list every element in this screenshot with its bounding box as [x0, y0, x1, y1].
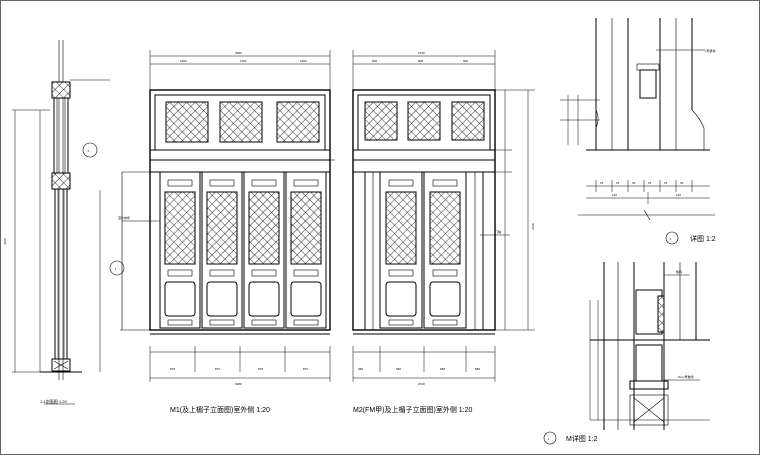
m2-top-part-1: 906 — [372, 59, 377, 63]
section-mid-block — [51, 172, 71, 190]
m2-door-lattice-1 — [385, 191, 417, 265]
m1-transom-lattice-3 — [276, 101, 320, 143]
m1-top-part-3: 1160 — [300, 59, 307, 63]
m2-side-note: 门轴 — [495, 229, 501, 234]
detail2-iron-piece — [639, 69, 657, 99]
m2-transom-lattice-2 — [407, 101, 441, 141]
m2-transom-lattice-3 — [451, 101, 485, 141]
m2-bottom-part-1: 680 — [358, 367, 363, 371]
m1-transom-lattice-2 — [219, 101, 263, 143]
m2-elevation: 2720 906 908 906 — [352, 50, 535, 414]
m1-transom-lattice-1 — [165, 101, 209, 143]
m1-bottom-part-2: 870 — [215, 367, 220, 371]
m1-bottom-total: 3480 — [235, 382, 242, 386]
detail2-bottom-1: 120 — [612, 193, 617, 197]
section-callout-circle — [82, 142, 98, 158]
detail1-note2: 6mm厚玻璃 — [678, 374, 694, 379]
section-callout-num: 2 — [88, 149, 90, 153]
detail2-mid-dim-6: 45 — [680, 181, 684, 185]
m1-top-total: 3480 — [235, 51, 242, 55]
m1-bottom-part-3: 870 — [258, 367, 263, 371]
m1-elevation: 3480 1160 1160 1160 — [118, 50, 335, 414]
m2-caption: M2(FM甲)及上楣子立面图)室外侧 1:20 — [353, 405, 472, 414]
detail2-bottom-2: 120 — [676, 193, 681, 197]
m2-bottom-part-4: 680 — [475, 367, 480, 371]
section-caption: 1-1剖面图 1:20 — [40, 398, 67, 404]
detail-1: 框料 6mm厚玻璃 1 M详图 1:2 — [543, 262, 710, 445]
detail1-circle — [543, 431, 557, 445]
m1-top-part-1: 1160 — [180, 59, 187, 63]
m2-top-part-3: 906 — [463, 59, 468, 63]
m2-top-total: 2720 — [418, 51, 425, 55]
m1-door-lattice-2 — [206, 191, 238, 265]
m2-bottom-total: 2720 — [418, 382, 425, 386]
section-side-circle — [109, 260, 125, 276]
detail2-mid-dim-2: 15 — [616, 181, 620, 185]
detail1-num: 1 — [548, 437, 550, 441]
m1-side-note: 室外地坪 — [118, 215, 130, 220]
m1-top-part-2: 1160 — [240, 59, 247, 63]
m2-transom-lattice-1 — [364, 101, 398, 141]
detail2-mid-dim-4: 15 — [648, 181, 652, 185]
m2-door-lattice-2 — [429, 191, 461, 265]
m2-bottom-part-2: 680 — [396, 367, 401, 371]
detail2-caption: 详图 1:2 — [690, 234, 716, 243]
detail1-caption: M详图 1:2 — [566, 434, 598, 443]
section-top-block — [51, 81, 71, 99]
section-side-num: 1 — [115, 267, 117, 271]
detail2-mid-dim-1: 15 — [600, 181, 604, 185]
m1-bottom-part-4: 870 — [303, 367, 308, 371]
m1-door-lattice-1 — [164, 191, 196, 265]
detail2-note: L形铁件 — [705, 48, 716, 53]
detail2-num: 2 — [670, 237, 672, 241]
m2-right-height: 3420 — [531, 223, 535, 230]
m2-bottom-part-3: 680 — [440, 367, 445, 371]
m1-door-lattice-3 — [248, 191, 280, 265]
detail2-mid-dim-3: 45 — [632, 181, 636, 185]
detail2-mid-dim-5: 15 — [664, 181, 668, 185]
section-height-dim: 3420 — [3, 238, 7, 245]
section-view: 3420 2 1 1-1剖面图 1:20 — [3, 40, 125, 405]
detail2-circle — [665, 231, 679, 245]
m2-top-part-2: 908 — [418, 59, 423, 63]
detail-2: L形铁件 15 15 45 15 15 45 120 120 2 详图 1:2 — [560, 18, 716, 245]
m1-bottom-part-1: 870 — [170, 367, 175, 371]
detail1-note: 框料 — [676, 269, 682, 274]
m1-caption: M1(及上楣子立面图)室外侧 1:20 — [170, 405, 270, 414]
m1-door-lattice-4 — [290, 191, 322, 265]
m1-door-leaves — [159, 171, 327, 329]
